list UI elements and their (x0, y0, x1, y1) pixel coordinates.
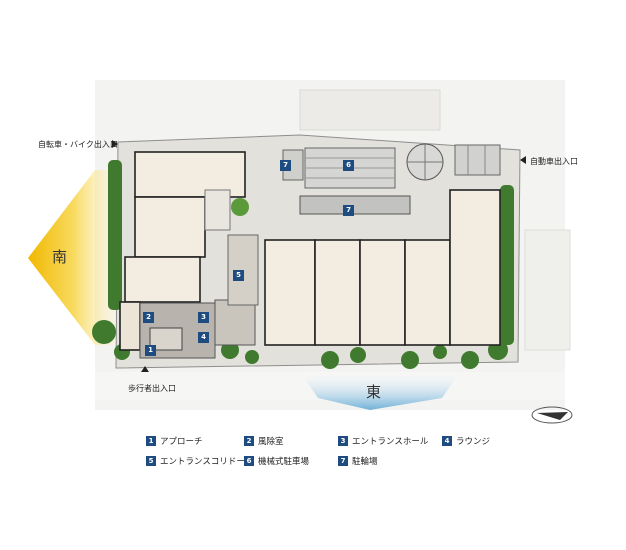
marker-entrance-hall: 3 (198, 312, 209, 323)
marker-approach: 1 (145, 345, 156, 356)
east-arrow (300, 372, 460, 410)
legend-number: 1 (146, 436, 156, 446)
marker-windbreak-room: 2 (143, 312, 154, 323)
legend-item-5: 5 エントランスコリドー (146, 455, 245, 467)
legend-number: 6 (244, 456, 254, 466)
legend-item-2: 2 風除室 (244, 435, 284, 447)
legend-number: 4 (442, 436, 452, 446)
car-parking-space (454, 144, 501, 176)
bike-entrance-pointer (112, 140, 118, 148)
neighbor-block-top (299, 89, 441, 131)
legend-item-7: 7 駐輪場 (338, 455, 378, 467)
bike-entrance-label: 自転車・バイク出入口 (38, 140, 118, 149)
pedestrian-entrance-label: 歩行者出入口 (128, 384, 176, 393)
marker-mechanical-parking: 6 (343, 160, 354, 171)
legend-number: 3 (338, 436, 348, 446)
east-direction-label: 東 (366, 383, 382, 401)
legend-item-4: 4 ラウンジ (442, 435, 490, 447)
legend-label: アプローチ (160, 437, 203, 447)
legend-number: 2 (244, 436, 254, 446)
bicycle-parking-mid (299, 195, 411, 215)
legend-item-1: 1 アプローチ (146, 435, 203, 447)
pedestrian-entrance-pointer (141, 366, 149, 372)
south-direction-label: 南 (52, 248, 68, 266)
legend-label: エントランスコリドー (160, 457, 245, 467)
marker-bicycle-parking-top: 7 (280, 160, 291, 171)
marker-bicycle-parking-mid: 7 (343, 205, 354, 216)
legend-label: エントランスホール (352, 437, 429, 447)
marker-entrance-corridor: 5 (233, 270, 244, 281)
building-east-wing (264, 189, 501, 346)
south-arrow (28, 170, 128, 345)
legend-item-6: 6 機械式駐車場 (244, 455, 309, 467)
legend-number: 5 (146, 456, 156, 466)
marker-lounge: 4 (198, 332, 209, 343)
central-courtyard (204, 189, 231, 231)
north-indicator (531, 406, 573, 424)
legend-label: 機械式駐車場 (258, 457, 310, 467)
legend-item-3: 3 エントランスホール (338, 435, 428, 447)
legend-label: ラウンジ (456, 437, 491, 447)
legend: 1 アプローチ 2 風除室 3 エントランスホール 4 ラウンジ 5 エントラン… (146, 435, 566, 469)
car-entrance-label: 自動車出入口 (530, 157, 578, 166)
car-entrance-pointer (520, 156, 526, 164)
legend-number: 7 (338, 456, 348, 466)
legend-label: 駐輪場 (352, 457, 378, 467)
neighbor-block-right (524, 229, 571, 351)
legend-label: 風除室 (258, 437, 284, 447)
